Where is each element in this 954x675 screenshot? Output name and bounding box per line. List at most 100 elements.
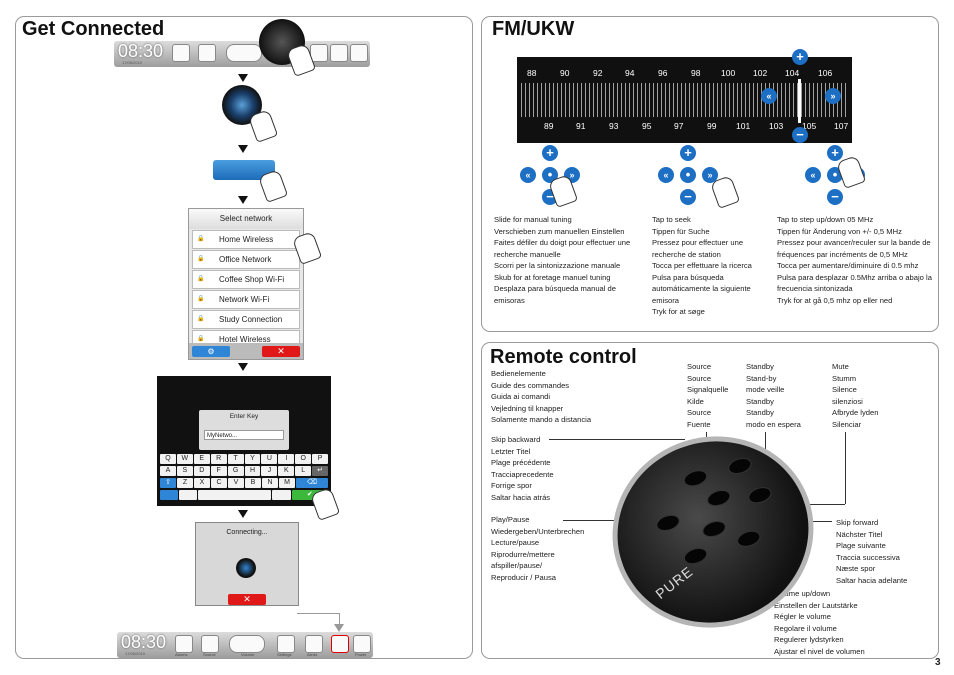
return-key[interactable]: ↵ <box>312 466 329 476</box>
seek-forward-icon[interactable]: » <box>702 167 718 183</box>
key[interactable]: M <box>279 478 295 488</box>
key[interactable]: R <box>210 454 227 464</box>
skip-backward-labels: Skip backward Letzter Titel Plage précéd… <box>491 434 554 503</box>
minus-icon[interactable]: − <box>792 127 808 143</box>
key[interactable]: O <box>295 454 312 464</box>
key[interactable]: J <box>261 466 278 476</box>
seek-forward-icon[interactable]: » <box>825 88 841 104</box>
leader-line <box>780 504 845 505</box>
connector-line <box>339 613 340 627</box>
wifi-setup-button[interactable] <box>213 160 275 180</box>
seek-back-icon[interactable]: « <box>805 167 821 183</box>
fm-text-line: Scorri per la sintonizzazione manuale <box>494 261 621 270</box>
standby-labels: Standby Stand-by mode veille Standby Sta… <box>746 361 801 430</box>
key[interactable]: N <box>262 478 278 488</box>
plus-icon[interactable]: + <box>542 145 558 161</box>
key[interactable]: P <box>312 454 329 464</box>
alarm-icon <box>175 635 193 653</box>
network-item[interactable]: Coffee Shop Wi-Fi <box>192 270 300 289</box>
key[interactable]: Q <box>160 454 176 464</box>
network-item[interactable]: Office Network <box>192 250 300 269</box>
remote-intro: Bedienelemente Guide des commandes Guida… <box>491 368 591 426</box>
minus-icon[interactable]: − <box>827 189 843 205</box>
skip-forward-line: Nächster Titel <box>836 529 883 539</box>
key[interactable]: E <box>193 454 210 464</box>
key[interactable]: I <box>278 454 295 464</box>
minus-icon[interactable]: − <box>680 189 696 205</box>
dialog-footer: ⚙ ✕ <box>189 343 303 359</box>
key[interactable]: L <box>295 466 312 476</box>
backspace-key[interactable]: ⌫ <box>296 478 328 488</box>
settings-button[interactable]: ⚙ <box>192 346 230 357</box>
standby-button[interactable] <box>726 455 754 477</box>
scale-label: 102 <box>753 68 768 78</box>
key[interactable]: U <box>261 454 278 464</box>
skip-backward-button[interactable] <box>654 512 682 534</box>
signal-icon <box>330 44 348 62</box>
fm-text-line: Faites défiler du doigt pour effectuer u… <box>494 238 631 259</box>
skip-forward-labels: Skip forward Nächster Titel Plage suivan… <box>836 517 907 586</box>
plus-icon[interactable]: + <box>680 145 696 161</box>
fm-text-line: Verschieben zum manuellen Einstellen <box>494 226 625 236</box>
volume-line: Volume up/down <box>774 589 831 598</box>
tuning-needle[interactable] <box>798 79 801 123</box>
power-icon <box>350 44 368 62</box>
key[interactable]: A <box>160 466 176 476</box>
seek-back-icon[interactable]: « <box>658 167 674 183</box>
seek-back-icon[interactable]: « <box>761 88 777 104</box>
key[interactable]: H <box>244 466 261 476</box>
skip-forward-line: Saltar hacia adelante <box>836 575 908 585</box>
key[interactable]: G <box>227 466 244 476</box>
shift-key[interactable]: ⇧ <box>160 478 176 488</box>
enter-key-header: Enter Key <box>229 413 259 420</box>
cancel-button[interactable]: ✕ <box>228 594 266 605</box>
key-input[interactable]: MyNetwo... <box>204 430 284 440</box>
network-item[interactable]: Network Wi-Fi <box>192 290 300 309</box>
symbols-key[interactable] <box>160 490 179 500</box>
connecting-label: Connecting... <box>226 529 268 536</box>
cancel-button[interactable]: ✕ <box>262 346 300 357</box>
fm-text-line: Tippen für Änderung von +/- 0,5 MHz <box>777 226 902 236</box>
skip-forward-button[interactable] <box>735 527 763 550</box>
source-button[interactable] <box>681 467 710 490</box>
play-pause-line: Wiedergeben/Unterbrechen <box>491 526 585 536</box>
scale-label: 107 <box>834 121 849 131</box>
fm-control-seek: + « • » − <box>658 145 723 210</box>
key[interactable]: F <box>210 466 227 476</box>
center-dot-icon[interactable]: • <box>680 167 696 183</box>
key[interactable]: C <box>211 478 227 488</box>
skip-backward-line: Tracciaprecedente <box>491 469 554 479</box>
fm-tuning-scale[interactable]: 88 90 92 94 96 98 100 102 104 106 89 91 … <box>517 49 852 143</box>
key[interactable]: Y <box>244 454 261 464</box>
confirm-key[interactable]: ✔ <box>291 490 328 500</box>
plus-icon[interactable]: + <box>827 145 843 161</box>
network-item[interactable]: Study Connection <box>192 310 300 329</box>
mute-line: silenziosi <box>832 396 863 406</box>
period-key[interactable] <box>272 490 291 500</box>
network-item[interactable]: Home Wireless <box>192 230 300 249</box>
comma-key[interactable] <box>179 490 198 500</box>
key[interactable]: D <box>193 466 210 476</box>
fm-control-slide: + « • » − <box>520 145 585 210</box>
seek-back-icon[interactable]: « <box>520 167 536 183</box>
key[interactable]: K <box>278 466 295 476</box>
key[interactable]: T <box>227 454 244 464</box>
key[interactable]: B <box>245 478 261 488</box>
key[interactable]: Z <box>177 478 193 488</box>
fm-text-line: Pulsa para búsqueda automáticamente la s… <box>652 272 751 305</box>
key[interactable]: S <box>176 466 193 476</box>
space-key[interactable] <box>198 490 272 500</box>
standby-line: mode veille <box>746 385 785 394</box>
mute-button[interactable] <box>746 484 774 507</box>
plus-icon[interactable]: + <box>792 49 808 65</box>
key[interactable]: V <box>228 478 244 488</box>
keyboard-row-4: ✔ <box>160 490 328 500</box>
play-pause-line: afspiller/pause/ <box>491 561 543 570</box>
key[interactable]: X <box>194 478 210 488</box>
skip-forward-line: Skip forward <box>836 518 879 527</box>
power-icon <box>353 635 371 653</box>
key[interactable]: W <box>176 454 193 464</box>
play-pause-button[interactable] <box>700 518 728 540</box>
volume-up-button[interactable] <box>705 487 733 509</box>
flow-arrow <box>238 196 248 204</box>
